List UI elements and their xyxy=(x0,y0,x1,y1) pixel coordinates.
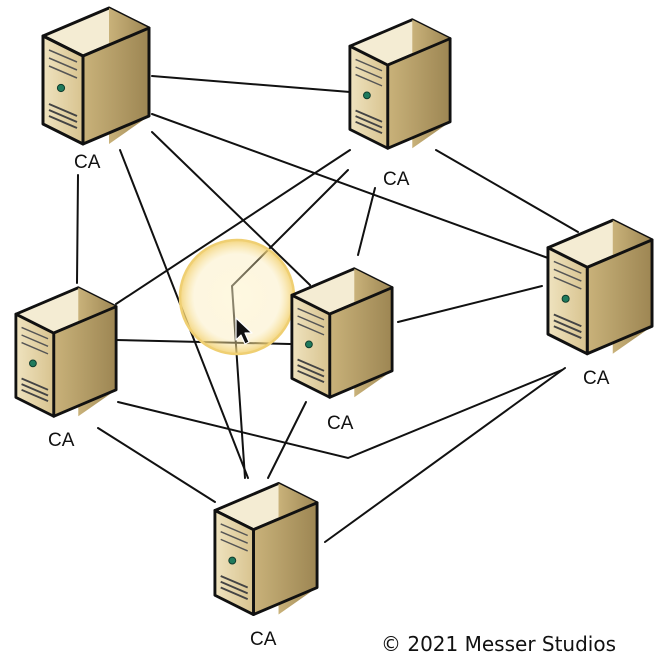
server-icon xyxy=(14,286,118,418)
server-node-ca-top-right: CA xyxy=(348,18,452,190)
link-topleft-middleleft xyxy=(76,174,79,284)
node-label: CA xyxy=(74,152,101,173)
server-node-ca-center: CA xyxy=(290,267,394,434)
node-label: CA xyxy=(383,169,410,190)
node-label: CA xyxy=(327,413,354,434)
node-label: CA xyxy=(583,368,610,389)
node-label: CA xyxy=(250,629,277,650)
copyright-text: © 2021 Messer Studios xyxy=(381,632,616,654)
node-label: CA xyxy=(48,430,75,451)
server-icon xyxy=(41,6,151,146)
link-middleleft-right xyxy=(117,369,563,460)
link-topright-right xyxy=(435,149,579,233)
link-middleleft-bottom xyxy=(97,427,216,503)
link-topleft-topright xyxy=(151,75,351,93)
server-icon xyxy=(290,267,394,399)
link-topleft-center xyxy=(151,131,311,286)
link-center-right xyxy=(397,285,543,323)
server-icon xyxy=(348,18,452,150)
connection-lines xyxy=(76,75,579,543)
link-right-bottom xyxy=(324,367,566,543)
link-center-bottom xyxy=(267,401,307,479)
server-node-ca-middle-left: CA xyxy=(14,286,118,451)
server-node-ca-top-left: CA xyxy=(41,6,151,173)
server-node-ca-bottom: CA xyxy=(213,481,319,650)
server-icon xyxy=(213,481,319,617)
server-icon xyxy=(546,218,654,356)
link-topleft-right xyxy=(151,113,549,259)
mouse-pointer-icon xyxy=(235,317,253,345)
link-topright-middleleft xyxy=(115,149,351,305)
link-topright-center xyxy=(357,187,376,256)
server-node-ca-right: CA xyxy=(546,218,654,389)
